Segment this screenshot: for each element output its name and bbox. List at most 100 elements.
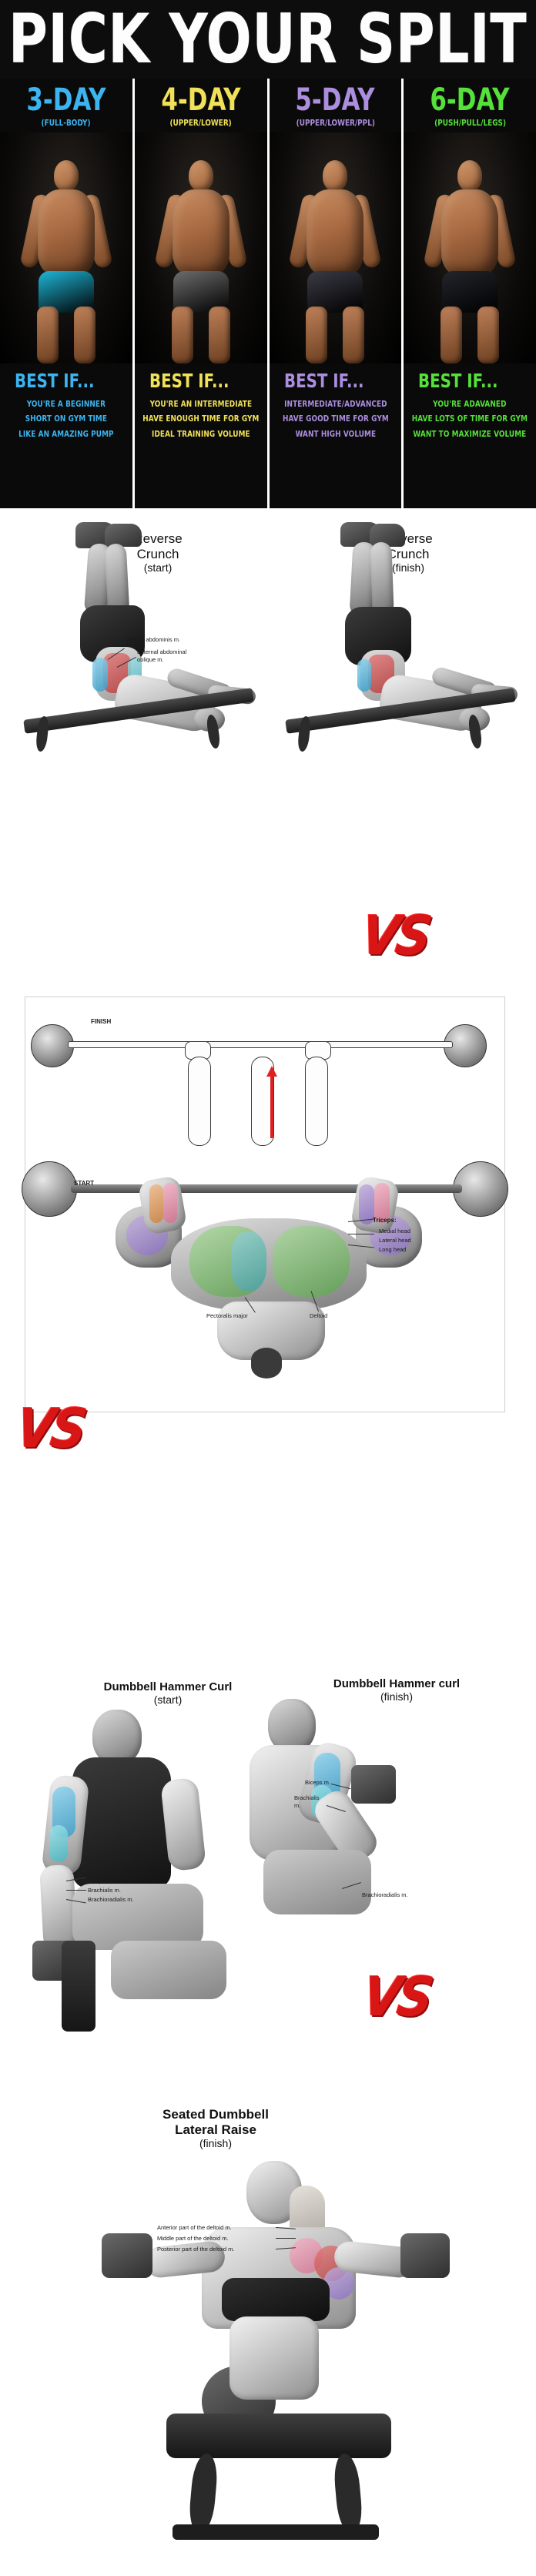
list-item: YOU'RE AN INTERMEDIATE	[149, 400, 252, 409]
direction-arrow-head	[266, 1066, 277, 1077]
hammer-curl-section: Dumbbell Hammer Curl (start) Dumbbell Ha…	[0, 1663, 536, 2095]
list-item: HAVE ENOUGH TIME FOR GYM	[142, 414, 260, 424]
split-column-3-day[interactable]: 3-DAY (FULL-BODY) BEST IF... YOU'RE A BE…	[0, 79, 132, 508]
exercise-title-phase: (finish)	[391, 561, 424, 574]
anatomy-label-biceps-right: Biceps m.	[305, 1779, 330, 1786]
split-day-label: 5-DAY	[295, 82, 375, 118]
exercise-title-phase: (finish)	[380, 1690, 413, 1703]
anatomy-label-triceps-heading: Triceps:	[373, 1217, 397, 1224]
anatomy-label-brachioradialis-left: Brachioradialis m.	[88, 1896, 134, 1903]
reverse-crunch-section: Reverse Crunch (start) Reverse Crunch (f…	[0, 508, 536, 986]
anatomy-label-biceps-left: Biceps m.	[88, 1878, 113, 1884]
triceps-medial-head	[149, 1184, 163, 1223]
split-photo	[134, 132, 267, 363]
anatomy-label-pectoralis-major: Pectoralis major	[206, 1312, 248, 1319]
reverse-crunch-start-figure	[15, 522, 262, 753]
split-column-6-day[interactable]: 6-DAY (PUSH/PULL/LEGS) BEST IF... YOU'RE…	[404, 79, 536, 508]
physique-figure	[423, 154, 517, 363]
anatomy-label-external-oblique-line2: oblique m.	[137, 656, 164, 663]
hammer-curl-finish-title: Dumbbell Hammer curl (finish)	[308, 1677, 485, 1703]
split-photo	[404, 132, 536, 363]
anatomy-label-anterior-deltoid: Anterior part of the deltoid m.	[157, 2224, 232, 2231]
list-item: LIKE AN AMAZING PUMP	[18, 429, 114, 439]
lateral-raise-section: Seated Dumbbell Lateral Raise (finish) A…	[0, 2095, 536, 2576]
list-item: WANT HIGH VOLUME	[295, 429, 376, 439]
split-subtitle-label: (PUSH/PULL/LEGS)	[434, 118, 506, 128]
split-bullet-list: YOU'RE AN INTERMEDIATE HAVE ENOUGH TIME …	[135, 397, 267, 442]
anatomy-label-brachialis-left: Brachialis m.	[88, 1887, 121, 1894]
best-if-label: BEST IF...	[149, 370, 229, 392]
vs-badge-2: VS	[12, 1397, 88, 1460]
pick-your-split-section: PICK YOUR SPLIT 3-DAY (FULL-BODY) BEST I…	[0, 0, 536, 508]
split-bullet-list: INTERMEDIATE/ADVANCED HAVE GOOD TIME FOR…	[270, 397, 402, 442]
anatomy-label-rectus-abdominis: Rectus abdominis m.	[126, 636, 181, 643]
lateral-raise-figure	[92, 2142, 454, 2543]
reverse-crunch-finish-figure	[274, 522, 528, 753]
hammer-curl-start-title: Dumbbell Hammer Curl (start)	[91, 1680, 245, 1706]
lateral-raise-title: Seated Dumbbell Lateral Raise (finish)	[116, 2107, 316, 2149]
exercise-title-phase: (start)	[153, 1693, 183, 1707]
exercise-title-phase: (finish)	[199, 2137, 232, 2150]
pick-your-split-title-bar: PICK YOUR SPLIT	[0, 0, 536, 79]
list-item: YOU'RE A BEGINNER	[26, 400, 106, 409]
bench-finish-label: FINISH	[91, 1018, 112, 1025]
split-subtitle-label: (UPPER/LOWER)	[169, 118, 232, 128]
split-subtitle-label: (UPPER/LOWER/PPL)	[296, 118, 375, 128]
list-item: HAVE LOTS OF TIME FOR GYM	[411, 414, 528, 424]
arms-extended-outline	[177, 1041, 347, 1157]
split-subtitle-label: (FULL-BODY)	[41, 118, 91, 128]
anatomy-label-external-oblique-line1: External abdominal	[137, 648, 187, 655]
triceps-long-head	[359, 1184, 374, 1224]
split-day-label: 6-DAY	[430, 82, 510, 118]
triceps-lateral-head	[163, 1183, 177, 1223]
exercise-title-line2: Crunch	[136, 546, 179, 561]
exercise-title-line2: Lateral Raise	[175, 2122, 256, 2137]
dumbbell-left	[102, 2233, 152, 2278]
hammer-curl-start-figure	[18, 1710, 250, 2041]
anatomy-label-brachioradialis: Brachioradialis m.	[362, 1891, 408, 1898]
exercise-title-line2: Crunch	[387, 546, 430, 561]
list-item: SHORT ON GYM TIME	[25, 414, 108, 424]
exercise-title-line1: Reverse	[133, 531, 183, 546]
best-if-label: BEST IF...	[15, 370, 95, 392]
list-item: INTERMEDIATE/ADVANCED	[283, 400, 387, 409]
list-item: YOU'RE ADAVANED	[433, 400, 507, 409]
barbell-start	[22, 1161, 511, 1223]
split-photo	[0, 132, 132, 363]
list-item: IDEAL TRAINING VOLUME	[151, 429, 250, 439]
split-day-label: 3-DAY	[26, 82, 106, 118]
chest-anatomy-figure	[116, 1174, 424, 1378]
dumbbell-right	[400, 2233, 450, 2278]
best-if-label: BEST IF...	[283, 370, 364, 392]
barbell-finish	[31, 1021, 501, 1075]
split-bullet-list: YOU'RE ADAVANED HAVE LOTS OF TIME FOR GY…	[404, 397, 536, 442]
anatomy-label-long-head: Long head	[379, 1246, 407, 1253]
exercise-title-line1: Dumbbell Hammer curl	[333, 1677, 461, 1690]
split-columns-grid: 3-DAY (FULL-BODY) BEST IF... YOU'RE A BE…	[0, 79, 536, 508]
physique-figure	[19, 154, 113, 363]
anatomy-label-middle-deltoid: Middle part of the deltoid m.	[157, 2235, 229, 2242]
anatomy-label-lateral-head: Lateral head	[379, 1237, 411, 1244]
page-title: PICK YOUR SPLIT	[8, 0, 528, 79]
best-if-label: BEST IF...	[418, 370, 498, 392]
exercise-title-line1: Seated Dumbbell	[162, 2107, 269, 2122]
reverse-crunch-start-title: Reverse Crunch (start)	[100, 531, 216, 574]
split-column-4-day[interactable]: 4-DAY (UPPER/LOWER) BEST IF... YOU'RE AN…	[134, 79, 267, 508]
hammer-curl-finish-figure	[250, 1699, 511, 1953]
brachialis-muscle-left	[49, 1825, 68, 1862]
external-oblique-muscle	[92, 658, 108, 692]
exercise-title-phase: (start)	[143, 561, 173, 574]
physique-figure	[153, 154, 248, 363]
direction-arrow-stem	[270, 1077, 273, 1138]
physique-figure	[288, 154, 383, 363]
list-item: HAVE GOOD TIME FOR GYM	[282, 414, 389, 424]
split-day-label: 4-DAY	[161, 82, 241, 118]
bench-start-label: START	[74, 1180, 95, 1187]
vs-badge-3: VS	[359, 1965, 434, 2028]
anatomy-label-brachialis-right-line1: Brachialis	[294, 1794, 320, 1801]
split-bullet-list: YOU'RE A BEGINNER SHORT ON GYM TIME LIKE…	[0, 397, 132, 442]
split-column-5-day[interactable]: 5-DAY (UPPER/LOWER/PPL) BEST IF... INTER…	[269, 79, 402, 508]
vs-badge-1: VS	[357, 904, 433, 967]
split-photo	[269, 132, 402, 363]
anatomy-label-brachialis-right-line2: m.	[294, 1802, 301, 1809]
